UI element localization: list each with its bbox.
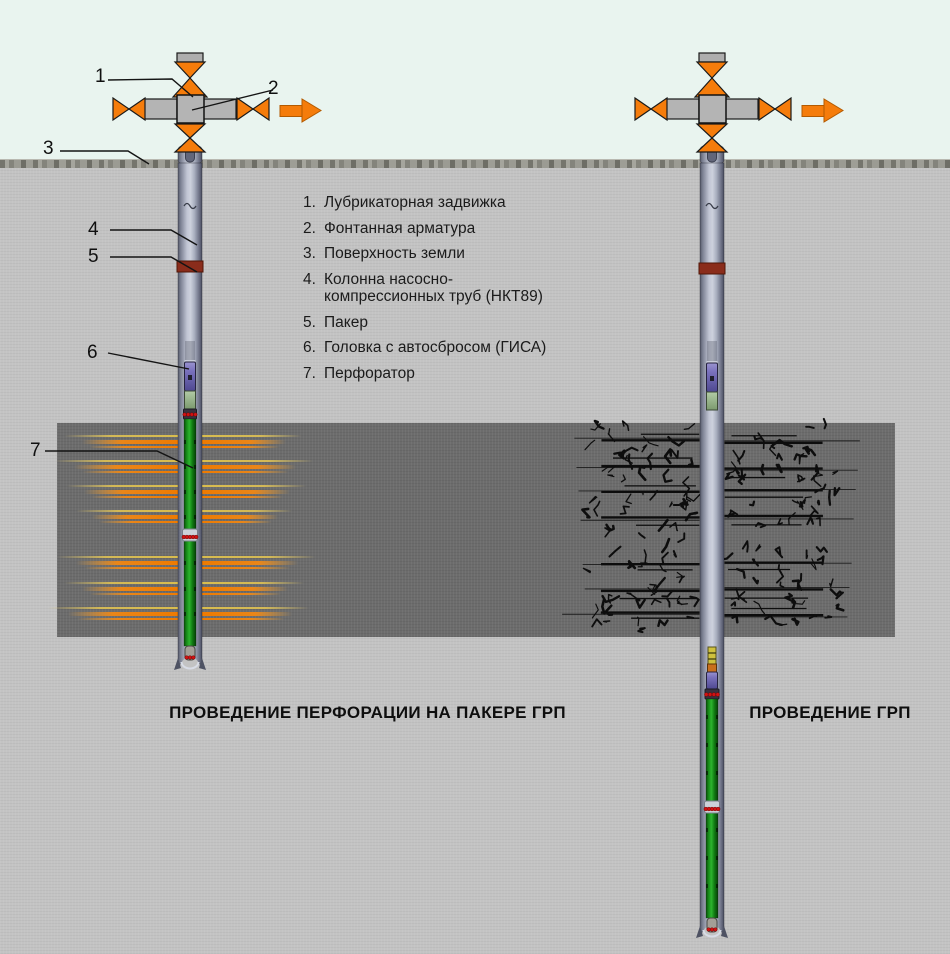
ground-surface-line	[0, 159, 950, 168]
leader-line-6	[107, 352, 190, 370]
flow-arrow-icon	[801, 105, 825, 117]
left-toolstring-perforator	[181, 360, 199, 661]
right-toolstring-dropped	[703, 361, 721, 933]
packers	[176, 260, 726, 275]
left-wellhead	[112, 52, 322, 153]
legend-item-number: 3.	[303, 245, 316, 262]
left-packer	[176, 260, 204, 273]
legend: 1. Лубрикаторная задвижка 2. Фонтанная арма…	[303, 194, 583, 390]
legend-item-text: Фонтанная арматура	[324, 219, 476, 237]
christmas-tree-block	[176, 94, 205, 124]
leader-line-7	[45, 450, 194, 469]
legend-item: 2. Фонтанная арматура	[303, 220, 583, 238]
valve-icon	[758, 96, 777, 122]
dropped-firing-head	[707, 646, 717, 665]
flow-arrow-icon	[301, 98, 322, 123]
legend-item: 4. Колонна насосно- компрессионных труб (…	[303, 271, 583, 306]
pipe-break-mark	[183, 202, 197, 210]
callout-6: 6	[87, 342, 98, 363]
valve-icon	[251, 96, 270, 122]
valve-icon	[112, 96, 131, 122]
right-packer	[698, 262, 726, 275]
legend-item: 1. Лубрикаторная задвижка	[303, 194, 583, 212]
valve-icon	[236, 96, 255, 122]
legend-item-text: Головка с автосбросом (ГИСА)	[324, 339, 547, 356]
valve-icon	[634, 96, 653, 122]
leader-line-5	[110, 256, 198, 273]
sky-background	[0, 0, 950, 163]
christmas-tree-block	[698, 94, 727, 124]
legend-item: 5. Пакер	[303, 314, 583, 332]
legend-item-text: Перфоратор	[324, 364, 415, 382]
leader-line-3	[60, 150, 150, 165]
valve-icon	[695, 137, 729, 153]
valve-icon	[695, 61, 729, 79]
legend-item-number: 1.	[303, 194, 316, 211]
valve-icon	[773, 96, 792, 122]
flow-arrow-icon	[823, 98, 844, 123]
caption-fracturing-stage: ПРОВЕДЕНИЕ ГРП	[749, 703, 911, 722]
leader-line-2	[191, 89, 274, 111]
flow-arrow-icon	[279, 105, 303, 117]
valve-icon	[127, 96, 146, 122]
caption-perforation-stage: ПРОВЕДЕНИЕ ПЕРФОРАЦИИ НА ПАКЕРЕ ГРП	[169, 703, 566, 722]
legend-item-number: 7.	[303, 364, 316, 382]
hydraulic-fractures	[562, 417, 860, 634]
leader-line-4	[110, 229, 198, 246]
lubricator-cap	[176, 52, 204, 63]
valve-icon	[693, 77, 731, 98]
perforation-rays	[47, 435, 316, 620]
legend-item-text: Лубрикаторная задвижка	[324, 194, 506, 211]
callout-4: 4	[88, 219, 99, 240]
legend-item-text: Колонна насосно- компрессионных труб (НК…	[324, 270, 543, 306]
callout-1: 1	[95, 66, 106, 87]
legend-item-text: Пакер	[324, 313, 368, 331]
valve-icon	[173, 123, 207, 139]
legend-item-number: 6.	[303, 339, 316, 356]
valve-icon	[173, 61, 207, 79]
valve-icon	[173, 137, 207, 153]
lubricator-cap	[698, 52, 726, 63]
legend-item-number: 5.	[303, 313, 316, 331]
callout-leader-lines	[45, 78, 274, 469]
legend-item: 6. Головка с автосбросом (ГИСА)	[303, 339, 583, 357]
pipe-break-mark	[705, 202, 719, 210]
legend-item-number: 4.	[303, 270, 316, 288]
legend-item: 7. Перфоратор	[303, 365, 583, 383]
legend-item: 3. Поверхность земли	[303, 245, 583, 263]
callout-2: 2	[268, 78, 279, 99]
valve-icon	[695, 123, 729, 139]
leader-line-1	[107, 78, 194, 98]
right-wellhead	[634, 52, 844, 153]
callout-5: 5	[88, 246, 99, 267]
legend-item-text: Поверхность земли	[324, 245, 465, 262]
callout-7: 7	[30, 440, 41, 461]
legend-item-number: 2.	[303, 219, 316, 237]
valve-icon	[649, 96, 668, 122]
callout-3: 3	[43, 138, 54, 159]
